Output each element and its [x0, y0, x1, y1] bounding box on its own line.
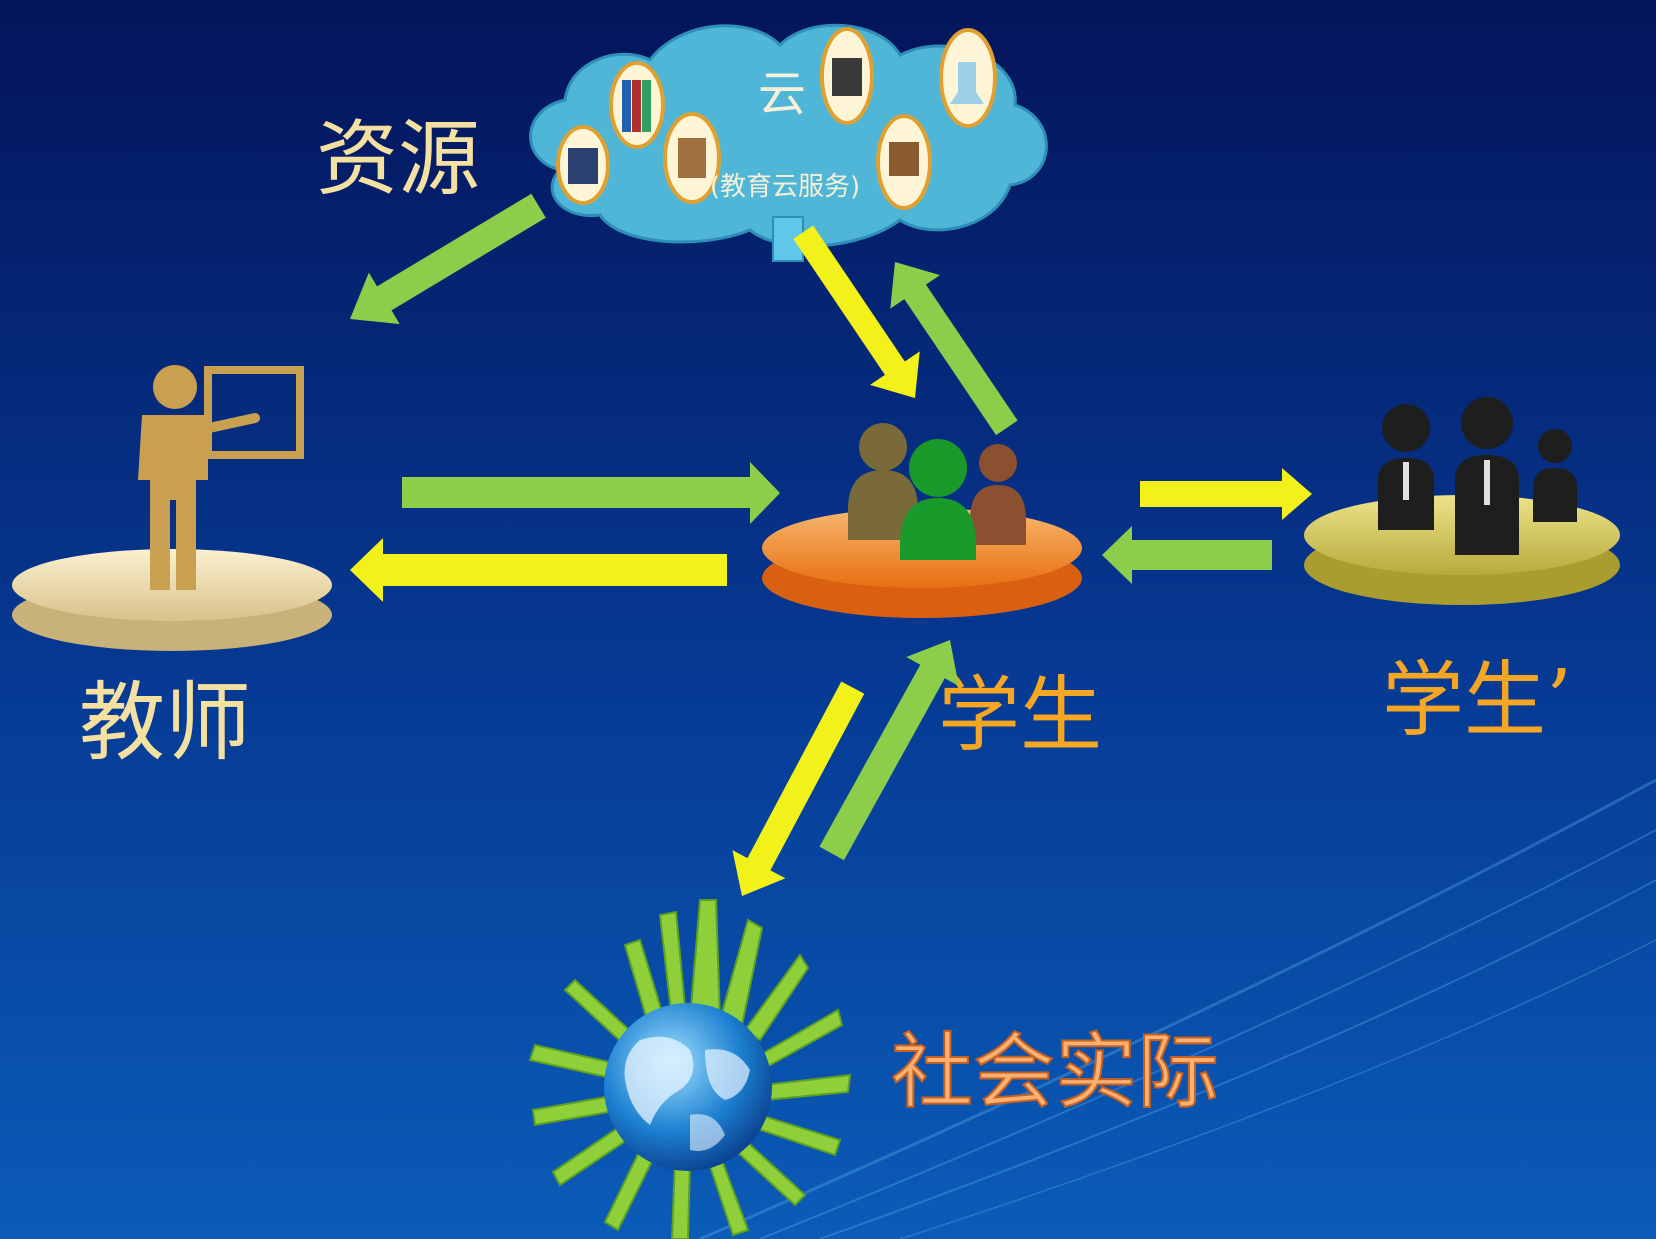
- arrow-cloud-to-teacher: [350, 193, 546, 325]
- arrow-peer-to-student: [1102, 526, 1272, 584]
- arrows: [350, 193, 1312, 896]
- teacher-platform: [12, 549, 332, 621]
- peer-group-icon: [1378, 397, 1577, 555]
- label-teacher: 教师: [79, 673, 251, 773]
- arrow-student-to-peer: [1140, 468, 1312, 520]
- arrow-cloud-to-student: [793, 225, 920, 398]
- arrow-student-to-society: [732, 681, 865, 896]
- arrow-student-to-cloud: [890, 262, 1018, 436]
- globe-buildings: [528, 899, 852, 1239]
- background-swoosh: [699, 778, 1656, 1239]
- peer-node: [1304, 397, 1620, 605]
- label-resources: 资源: [316, 112, 480, 207]
- arrow-teacher-to-student: [402, 462, 780, 524]
- cloud-icon: 云 (教育云服务): [529, 23, 1048, 262]
- label-student-prime: 学生’: [1382, 653, 1572, 748]
- label-student: 学生: [938, 668, 1102, 763]
- cloud-subtitle: (教育云服务): [710, 172, 860, 202]
- teacher-figure-icon: [138, 365, 304, 590]
- globe-city-icon: [528, 899, 852, 1239]
- student-group-icon: [848, 423, 1026, 560]
- label-society: 社会实际: [891, 1025, 1219, 1120]
- student-node: [762, 423, 1082, 618]
- cloud-resource-thumbnails: [556, 27, 997, 210]
- cloud-title: 云: [758, 66, 806, 122]
- arrow-society-to-student: [819, 640, 959, 861]
- teacher-node: [12, 365, 332, 651]
- arrow-student-to-teacher: [350, 538, 727, 602]
